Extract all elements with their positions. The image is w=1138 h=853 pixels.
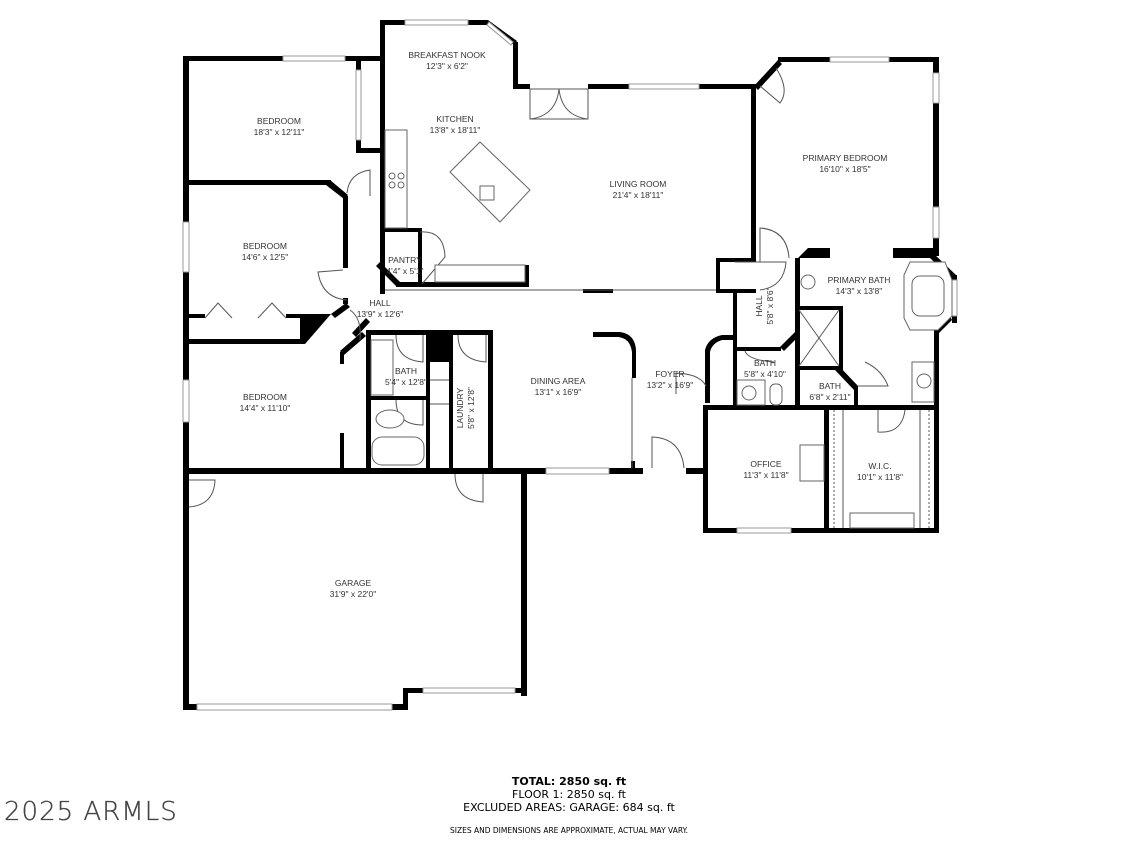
room-kitchen: KITCHEN 13'8" x 18'11" <box>430 114 481 136</box>
room-dims: 5'8" x 8'6" <box>765 287 775 325</box>
room-laundry: LAUNDRY 5'8" x 12'8" <box>455 387 477 429</box>
room-dims: 5'8" x 4'10" <box>744 369 786 379</box>
room-name: OFFICE <box>750 459 782 469</box>
room-name: LAUNDRY <box>455 387 465 429</box>
room-bedroom-3: BEDROOM 14'4" x 11'10" <box>240 392 291 414</box>
room-bath-3: BATH 6'8" x 2'11" <box>809 381 850 403</box>
room-dining-area: DINING AREA 13'1" x 16'9" <box>531 376 586 398</box>
room-dims: 12'3" x 6'2" <box>426 61 468 71</box>
room-dims: 13'9" x 12'6" <box>356 309 404 319</box>
room-living-room: LIVING ROOM 21'4" x 18'11" <box>610 179 667 201</box>
room-dims: 14'3" x 13'8" <box>835 286 883 296</box>
room-dims: 5'8" x 12'8" <box>466 387 476 429</box>
room-dims: 10'1" x 11'8" <box>857 472 903 482</box>
room-name: BEDROOM <box>243 241 287 251</box>
room-dims: 5'4" x 12'8" <box>385 377 427 387</box>
room-dims: 14'6" x 12'5" <box>241 252 289 262</box>
room-dims: 16'10" x 18'5" <box>819 164 871 174</box>
room-foyer: FOYER 13'2" x 16'9" <box>647 369 694 391</box>
room-primary-bath: PRIMARY BATH 14'3" x 13'8" <box>828 275 891 297</box>
fixtures <box>370 129 953 529</box>
disclaimer: SIZES AND DIMENSIONS ARE APPROXIMATE, AC… <box>449 826 689 835</box>
room-dims: 13'8" x 18'11" <box>429 125 481 135</box>
room-name: PANTRY <box>388 255 422 265</box>
excluded-area: EXCLUDED AREAS: GARAGE: 684 sq. ft <box>463 801 675 814</box>
room-pantry: PANTRY 4'4" x 5'1" <box>386 255 423 277</box>
room-garage: GARAGE 31'9" x 22'0" <box>330 578 377 600</box>
room-bedroom-2: BEDROOM 14'6" x 12'5" <box>242 241 289 263</box>
room-name: KITCHEN <box>436 114 474 124</box>
room-name: HALL <box>369 298 391 308</box>
room-dims: 31'9" x 22'0" <box>329 589 377 599</box>
room-breakfast-nook: BREAKFAST NOOK 12'3" x 6'2" <box>408 50 485 72</box>
room-name: LIVING ROOM <box>609 179 667 189</box>
room-name: W.I.C. <box>868 461 892 471</box>
room-name: BEDROOM <box>257 116 301 126</box>
room-hall-2: HALL 5'8" x 8'6" <box>754 287 776 324</box>
room-dims: 14'4" x 11'10" <box>239 403 291 413</box>
room-bath-2: BATH 5'8" x 4'10" <box>744 358 786 380</box>
room-name: HALL <box>754 295 764 317</box>
room-primary-bedroom: PRIMARY BEDROOM 16'10" x 18'5" <box>803 153 888 175</box>
room-name: GARAGE <box>334 578 372 588</box>
floor1-area: FLOOR 1: 2850 sq. ft <box>512 788 626 801</box>
room-name: BREAKFAST NOOK <box>408 50 486 60</box>
room-name: BATH <box>753 358 777 368</box>
room-dims: 21'4" x 18'11" <box>612 190 664 200</box>
room-name: DINING AREA <box>530 376 586 386</box>
room-wic: W.I.C. 10'1" x 11'8" <box>857 461 903 483</box>
room-dims: 18'3" x 12'11" <box>253 127 305 137</box>
room-dims: 13'2" x 16'9" <box>646 380 694 390</box>
room-name: BATH <box>394 366 418 376</box>
total-area: TOTAL: 2850 sq. ft <box>511 775 627 788</box>
room-name: PRIMARY BATH <box>827 275 891 285</box>
room-name: BEDROOM <box>243 392 287 402</box>
room-dims: 11'3" x 11'8" <box>743 470 789 480</box>
windows <box>182 19 958 711</box>
doors <box>188 67 906 508</box>
room-bath-1: BATH 5'4" x 12'8" <box>385 366 427 388</box>
room-name: PRIMARY BEDROOM <box>802 153 888 163</box>
room-office: OFFICE 11'3" x 11'8" <box>743 459 788 481</box>
room-hall-1: HALL 13'9" x 12'6" <box>357 298 404 320</box>
room-name: BATH <box>818 381 842 391</box>
room-dims: 4'4" x 5'1" <box>386 266 424 276</box>
area-summary: TOTAL: 2850 sq. ft FLOOR 1: 2850 sq. ft … <box>450 775 688 837</box>
watermark: 2025 ARMLS <box>4 797 178 827</box>
room-dims: 13'1" x 16'9" <box>534 387 582 397</box>
room-name: FOYER <box>655 369 685 379</box>
room-bedroom-1: BEDROOM 18'3" x 12'11" <box>254 116 305 138</box>
room-dims: 6'8" x 2'11" <box>809 392 851 402</box>
